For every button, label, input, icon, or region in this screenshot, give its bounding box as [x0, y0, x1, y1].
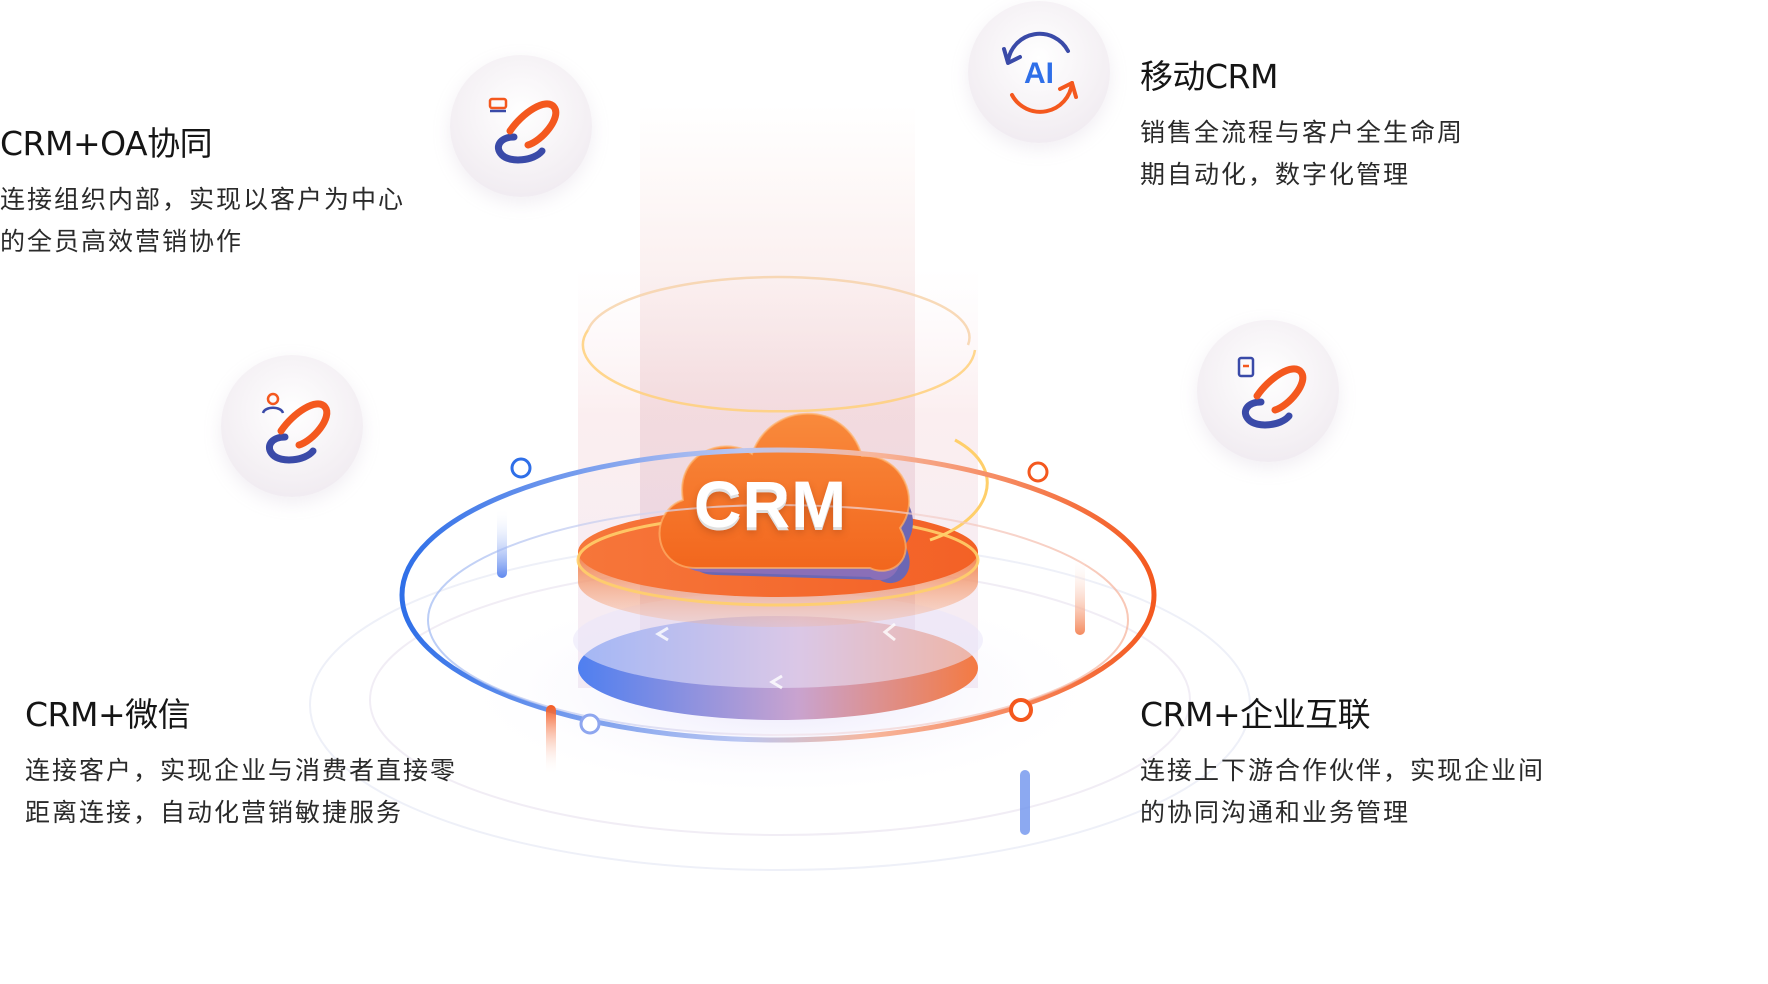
feature-oa-line-1: 连接组织内部，实现以客户为中心	[0, 185, 406, 214]
feature-oa: CRM+OA协同 连接组织内部，实现以客户为中心 的全员高效营销协作	[0, 117, 405, 263]
feature-mobile-description: 销售全流程与客户全生命周 期自动化，数字化管理	[1140, 112, 1464, 196]
feature-oa-description: 连接组织内部，实现以客户为中心 的全员高效营销协作	[0, 179, 405, 263]
feature-mobile-title: 移动CRM	[1140, 57, 1278, 96]
chain-link-icon	[488, 97, 560, 164]
enterprise-connector-line	[1266, 466, 1270, 681]
feature-wechat-title: CRM+微信	[25, 695, 191, 734]
feature-mobile-line-1: 销售全流程与客户全生命周	[1140, 118, 1465, 147]
feature-oa-line-2: 的全员高效营销协作	[0, 227, 244, 256]
feature-enterprise-description: 连接上下游合作伙伴，实现企业间 的协同沟通和业务管理	[1140, 750, 1545, 834]
mobile-badge: AI	[968, 1, 1110, 143]
feature-oa-title: CRM+OA协同	[0, 124, 213, 163]
oa-connector-line	[519, 207, 523, 457]
wechat-badge	[221, 355, 363, 497]
enterprise-badge	[1197, 320, 1339, 462]
wechat-connector-line	[290, 510, 294, 755]
feature-wechat-line-1: 连接客户，实现企业与消费者直接零	[25, 756, 458, 785]
document-link-icon	[1237, 356, 1307, 429]
ai-icon-text: AI	[1024, 57, 1054, 90]
ai-cycle-icon: AI	[1002, 31, 1078, 114]
feature-wechat-description: 连接客户，实现企业与消费者直接零 距离连接，自动化营销敏捷服务	[25, 750, 457, 834]
feature-enterprise-line-2: 的协同沟通和业务管理	[1140, 798, 1411, 827]
feature-enterprise-line-1: 连接上下游合作伙伴，实现企业间	[1140, 756, 1546, 785]
feature-wechat: CRM+微信 连接客户，实现企业与消费者直接零 距离连接，自动化营销敏捷服务	[25, 688, 457, 834]
mobile-connector-line	[1036, 165, 1040, 460]
crm-cloud-label: CRM	[693, 467, 848, 541]
oa-badge	[450, 55, 592, 197]
feature-mobile: 移动CRM 销售全流程与客户全生命周 期自动化，数字化管理	[1140, 50, 1464, 196]
feature-enterprise: CRM+企业互联 连接上下游合作伙伴，实现企业间 的协同沟通和业务管理	[1140, 688, 1545, 834]
feature-mobile-line-2: 期自动化，数字化管理	[1140, 160, 1411, 189]
user-link-icon	[261, 392, 331, 464]
feature-enterprise-title: CRM+企业互联	[1140, 695, 1371, 734]
feature-wechat-line-2: 距离连接，自动化营销敏捷服务	[25, 798, 404, 827]
